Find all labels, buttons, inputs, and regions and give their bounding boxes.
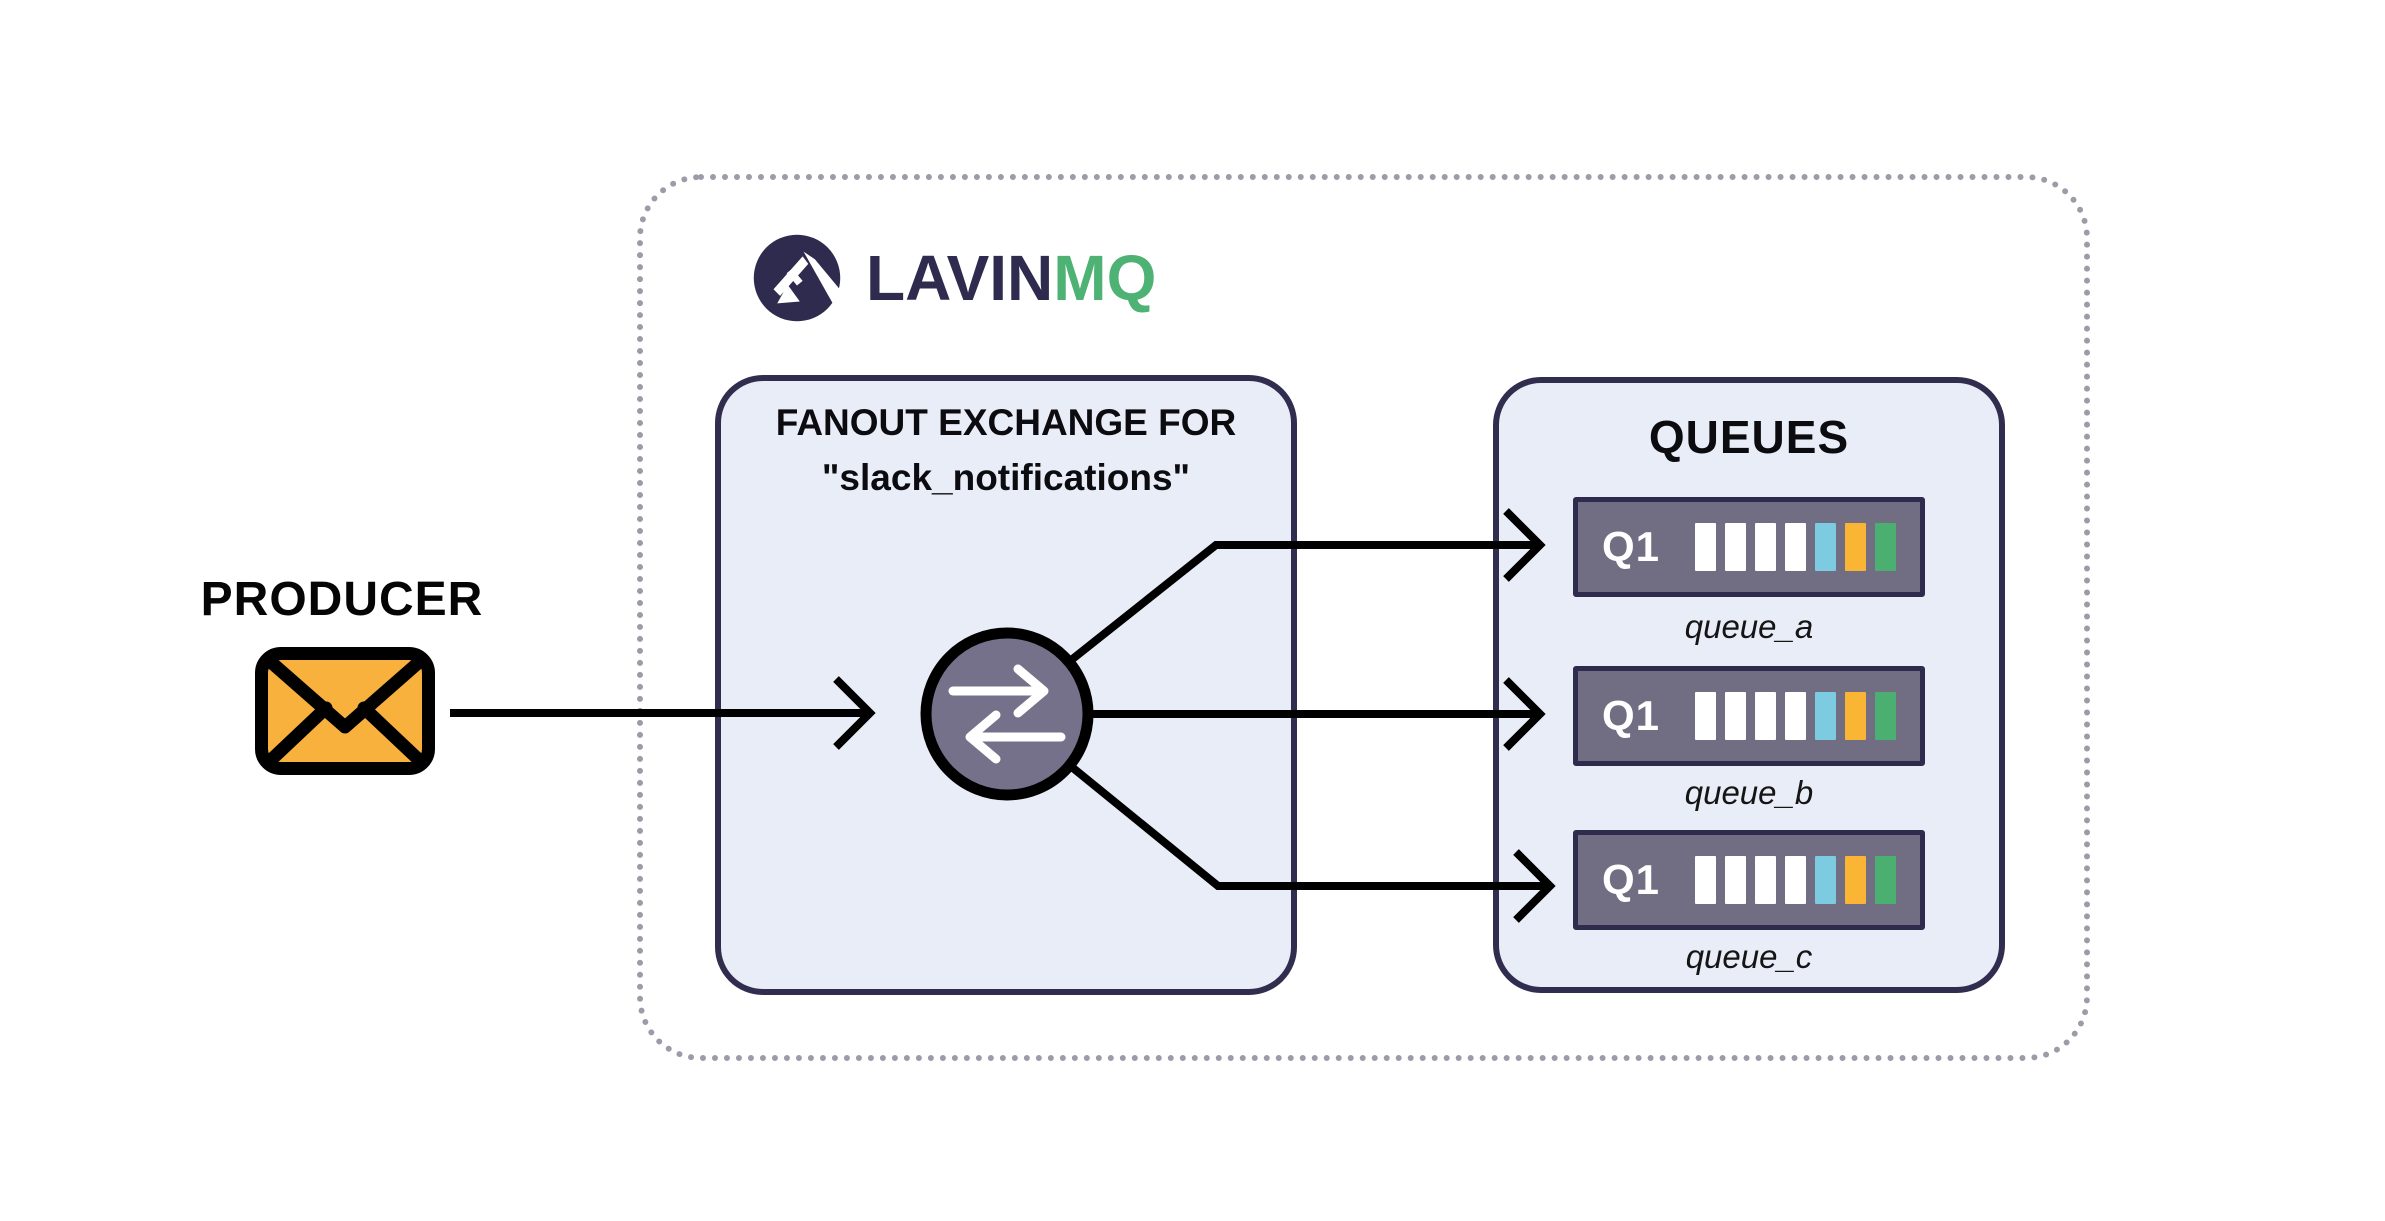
queues-title: QUEUES bbox=[1648, 411, 1850, 463]
exchange-title-line2: "slack_notifications" bbox=[821, 457, 1191, 498]
producer-label: PRODUCER bbox=[200, 573, 484, 626]
message-bar bbox=[1695, 692, 1716, 740]
message-bar bbox=[1725, 856, 1746, 904]
queue-device-c-bars bbox=[1695, 856, 1896, 904]
queue-device-b-bars bbox=[1695, 692, 1896, 740]
queue-device-b-label: Q1 bbox=[1602, 692, 1661, 739]
message-bar bbox=[1755, 856, 1776, 904]
queue-device-b: Q1 bbox=[1573, 666, 1925, 766]
message-bar bbox=[1845, 523, 1866, 571]
queue-device-a: Q1 bbox=[1573, 497, 1925, 597]
message-bar bbox=[1755, 692, 1776, 740]
message-bar bbox=[1695, 856, 1716, 904]
message-bar bbox=[1845, 856, 1866, 904]
lavinmq-logo: LAVINMQ bbox=[750, 230, 1156, 326]
wordmark-lavin: LAVIN bbox=[866, 242, 1054, 314]
message-bar bbox=[1875, 523, 1896, 571]
message-bar bbox=[1785, 523, 1806, 571]
message-bar bbox=[1845, 692, 1866, 740]
queue-a-name: queue_a bbox=[1684, 608, 1814, 645]
envelope-icon bbox=[255, 647, 435, 775]
message-bar bbox=[1725, 523, 1746, 571]
message-bar bbox=[1875, 692, 1896, 740]
message-bar bbox=[1875, 856, 1896, 904]
message-bar bbox=[1695, 523, 1716, 571]
queue-c-name: queue_c bbox=[1685, 938, 1813, 975]
message-bar bbox=[1785, 856, 1806, 904]
wordmark-mq: MQ bbox=[1053, 242, 1157, 314]
queue-b-name: queue_b bbox=[1684, 774, 1814, 811]
queue-device-c-label: Q1 bbox=[1602, 856, 1661, 903]
lavinmq-logo-icon bbox=[753, 234, 844, 322]
message-bar bbox=[1725, 692, 1746, 740]
queue-device-a-bars bbox=[1695, 523, 1896, 571]
message-bar bbox=[1815, 692, 1836, 740]
queue-device-a-label: Q1 bbox=[1602, 523, 1661, 570]
message-bar bbox=[1785, 692, 1806, 740]
message-bar bbox=[1755, 523, 1776, 571]
broker-boundary bbox=[637, 174, 2090, 1061]
message-bar bbox=[1815, 856, 1836, 904]
message-bar bbox=[1815, 523, 1836, 571]
lavinmq-wordmark: LAVINMQ bbox=[866, 230, 1156, 326]
exchange-title-line1: FANOUT EXCHANGE FOR bbox=[775, 402, 1237, 443]
queue-device-c: Q1 bbox=[1573, 830, 1925, 930]
envelope-flap-lines bbox=[268, 660, 422, 762]
